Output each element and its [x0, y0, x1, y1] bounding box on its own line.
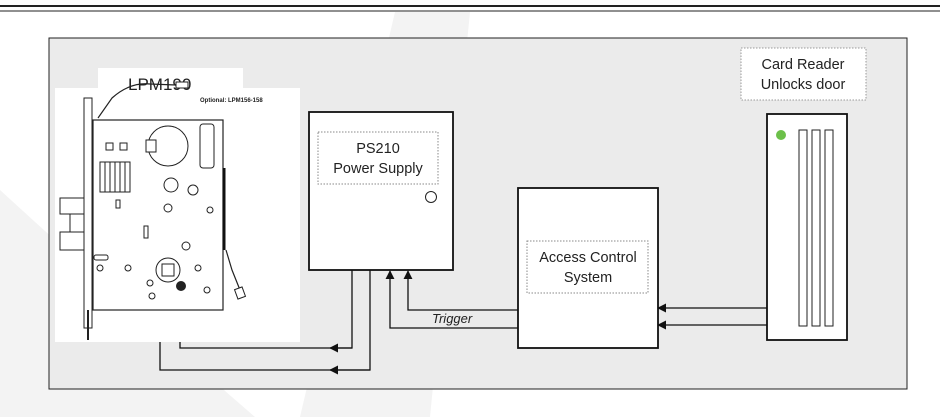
ps-to-lock-wire — [179, 270, 353, 349]
card-reader: Card Reader Unlocks door — [740, 47, 867, 341]
trigger-wire — [385, 270, 518, 329]
optional-label: Optional: LPM156-158 — [200, 98, 263, 104]
card-reader-slot — [798, 129, 808, 327]
access-control-subtitle: System — [564, 270, 612, 286]
access-control-system: Access Control System — [517, 187, 659, 349]
lock-cable — [97, 83, 177, 119]
latch-bolt — [59, 197, 85, 215]
card-reader-title: Card Reader — [761, 57, 844, 73]
ps-to-lock-wire — [159, 270, 371, 371]
card-reader-led — [776, 130, 786, 140]
access-control-title: Access Control — [539, 250, 637, 266]
lock-illustration: LPM190 — [55, 68, 300, 342]
power-supply-title: PS210 — [356, 141, 400, 157]
access-control-label-box — [526, 240, 649, 294]
power-supply-indicator — [425, 191, 437, 203]
trigger-label: Trigger — [432, 311, 473, 326]
wiring — [159, 270, 767, 375]
power-supply: PS210 Power Supply — [308, 111, 454, 271]
card-reader-subtitle: Unlocks door — [761, 77, 846, 93]
card-reader-slot — [811, 129, 821, 327]
power-supply-subtitle: Power Supply — [333, 161, 423, 177]
trigger-wire — [403, 270, 518, 311]
dead-bolt — [59, 231, 85, 251]
power-supply-label-box — [317, 131, 439, 185]
lock-faceplate — [83, 97, 93, 329]
card-reader-label-box — [740, 47, 867, 101]
card-reader-slot — [824, 129, 834, 327]
